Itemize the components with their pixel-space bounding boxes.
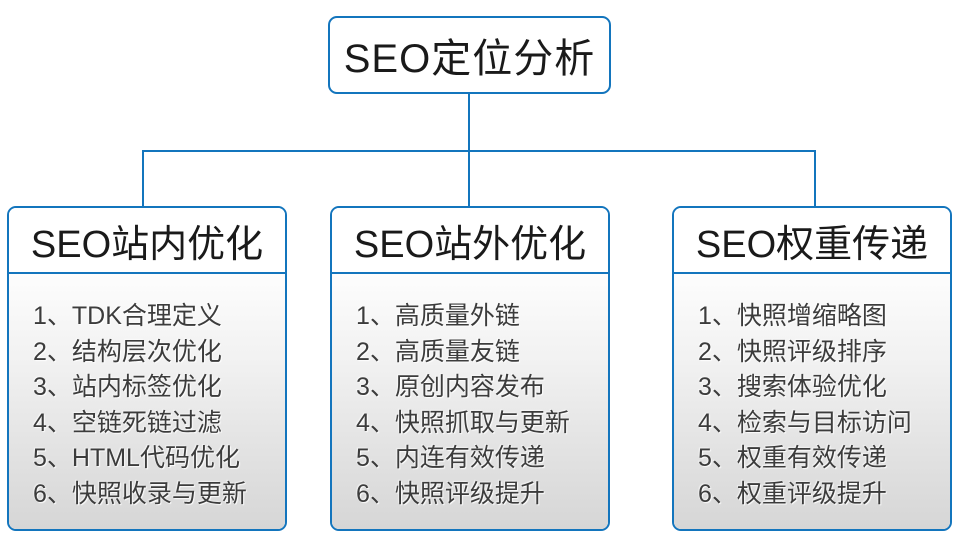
root-node-label: SEO定位分析 [343,37,596,81]
list-item: 5、权重有效传递 [698,444,887,472]
column-offsite-optimization: SEO站外优化 1、高质量外链 2、高质量友链 3、原创内容发布 4、快照抓取与… [330,206,610,531]
list-item: 4、空链死链过滤 [33,408,222,437]
list-item: 6、权重评级提升 [698,479,887,508]
list-item: 4、快照抓取与更新 [356,408,570,437]
list-item: 3、站内标签优化 [33,373,222,401]
list-item: 1、高质量外链 [356,302,520,330]
list-item: 3、搜索体验优化 [698,373,887,401]
list-item: 4、检索与目标访问 [698,408,912,437]
column-header: SEO权重传递 [674,208,950,274]
list-item: 1、快照增缩略图 [698,302,887,330]
list-item: 6、快照评级提升 [356,479,545,508]
column-weight-transfer: SEO权重传递 1、快照增缩略图 2、快照评级排序 3、搜索体验优化 4、检索与… [672,206,952,531]
list-item: 2、结构层次优化 [33,337,222,366]
list-item: 3、原创内容发布 [356,373,545,401]
column-header: SEO站外优化 [332,208,608,274]
column-item-list: 1、高质量外链 2、高质量友链 3、原创内容发布 4、快照抓取与更新 5、内连有… [332,274,608,529]
list-item: 5、HTML代码优化 [33,444,240,472]
root-node-seo-positioning-analysis: SEO定位分析 [328,16,611,94]
column-header-label: SEO站外优化 [353,223,587,266]
list-item: 1、TDK合理定义 [33,302,222,330]
column-header-label: SEO站内优化 [30,223,264,266]
column-item-list: 1、TDK合理定义 2、结构层次优化 3、站内标签优化 4、空链死链过滤 5、H… [9,274,285,529]
list-item: 6、快照收录与更新 [33,479,247,508]
list-item: 5、内连有效传递 [356,444,545,472]
column-onsite-optimization: SEO站内优化 1、TDK合理定义 2、结构层次优化 3、站内标签优化 4、空链… [7,206,287,531]
column-header: SEO站内优化 [9,208,285,274]
column-item-list: 1、快照增缩略图 2、快照评级排序 3、搜索体验优化 4、检索与目标访问 5、权… [674,274,950,529]
column-header-label: SEO权重传递 [695,223,929,266]
list-item: 2、高质量友链 [356,337,520,366]
list-item: 2、快照评级排序 [698,337,887,366]
